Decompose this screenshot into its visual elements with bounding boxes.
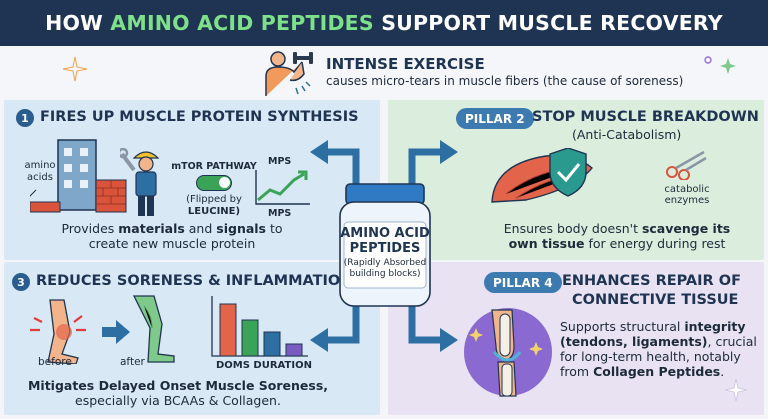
- exercise-subtitle: causes micro-tears in muscle fibers (the…: [326, 74, 684, 88]
- pillar4-title-line2: CONNECTIVE TISSUE: [572, 292, 739, 308]
- pillar2-subtitle: (Anti-Catabolism): [572, 127, 682, 142]
- after-label: after: [120, 356, 145, 368]
- exercise-title: INTENSE EXERCISE: [326, 55, 485, 73]
- doms-duration-bars: [211, 296, 308, 357]
- before-label: before: [38, 356, 72, 368]
- mps-bottom-label: MPS: [268, 208, 292, 219]
- mtor-label: mTOR PATHWAY: [171, 161, 257, 172]
- mtor-toggle-icon: [196, 175, 232, 191]
- knee-joint-icon: [464, 308, 552, 397]
- mps-rising-chart-icon: [255, 170, 310, 205]
- doms-duration-label: DOMS DURATION: [216, 360, 312, 371]
- building-construction-icon: [30, 139, 127, 213]
- healthy-leg-icon: [132, 295, 175, 363]
- pillar3-description: Mitigates Delayed Onset Muscle Soreness,…: [27, 378, 329, 408]
- muscle-with-shield-icon: [491, 148, 593, 203]
- pillar3-title: REDUCES SORENESS & INFLAMMATION: [36, 273, 353, 289]
- center-arrows: [310, 140, 458, 352]
- sparkle-icon: [62, 56, 88, 82]
- pillar3-number-badge: 3: [12, 273, 30, 291]
- flexing-arm-dumbbell-icon: [265, 51, 313, 96]
- worker-with-wrench-icon: [120, 148, 160, 216]
- sparkle-icon: [724, 378, 748, 402]
- scissors-icon: [666, 150, 707, 180]
- pillar4-description: Supports structural integrity (tendons, …: [560, 319, 757, 379]
- pillar2-title: STOP MUSCLE BREAKDOWN: [532, 109, 759, 125]
- pillar4-badge: PILLAR 4: [484, 272, 562, 293]
- right-arrow-icon: [102, 320, 130, 344]
- pillar1-description: Provides materials and signals to create…: [61, 221, 283, 251]
- exercise-band: [0, 46, 768, 100]
- page-title: HOW AMINO ACID PEPTIDES SUPPORT MUSCLE R…: [45, 11, 723, 35]
- peptide-jar-icon: [339, 183, 431, 307]
- pillar4-title-line1: ENHANCES REPAIR OF: [562, 273, 741, 289]
- pillar2-badge: PILLAR 2: [456, 108, 534, 129]
- sparkle-icon: [704, 56, 736, 74]
- sore-leg-icon: [30, 299, 86, 364]
- pillar1-title: FIRES UP MUSCLE PROTEIN SYNTHESIS: [40, 109, 359, 125]
- header-banner: HOW AMINO ACID PEPTIDES SUPPORT MUSCLE R…: [0, 0, 768, 46]
- mps-top-label: MPS: [268, 156, 292, 167]
- pillar1-number-badge: 1: [16, 109, 34, 127]
- pillar2-description: Ensures body doesn't scavenge its own ti…: [503, 221, 731, 251]
